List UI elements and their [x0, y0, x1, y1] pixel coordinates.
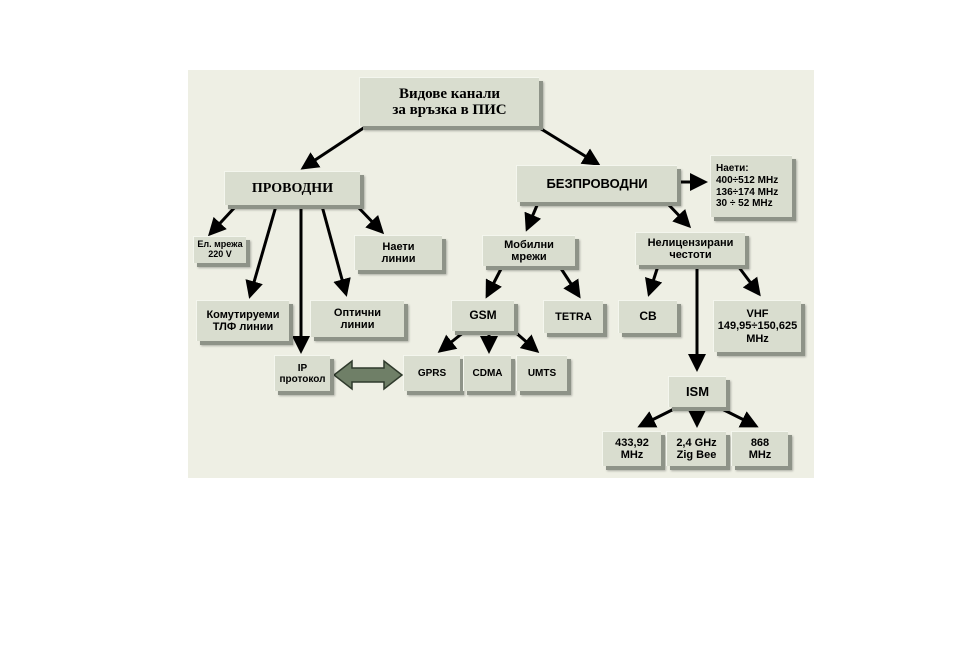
wireless-node: БЕЗПРОВОДНИ	[516, 165, 677, 202]
leased-lines-node: Наети линии	[354, 235, 442, 270]
vhf-node: VHF 149,95÷150,625 MHz	[713, 300, 801, 352]
root-node: Видове канали за връзка в ПИС	[359, 77, 539, 126]
leased-frequencies-node: Наети: 400÷512 MHz 136÷174 MHz 30 ÷ 52 M…	[710, 155, 792, 217]
unlicensed-frequencies-node: Нелицензирани честоти	[635, 232, 745, 265]
switched-lines-node: Комутируеми ТЛФ линии	[196, 300, 289, 341]
cb-node: CB	[618, 300, 677, 333]
gsm-node: GSM	[451, 300, 514, 331]
ism-node: ISM	[668, 376, 726, 407]
gprs-node: GPRS	[403, 355, 460, 391]
umts-node: UMTS	[516, 355, 567, 391]
diagram-panel	[188, 70, 814, 478]
ism-24-node: 2,4 GHz Zig Bee	[666, 431, 726, 466]
ism-868-node: 868 MHz	[731, 431, 788, 466]
mobile-networks-node: Мобилни мрежи	[482, 235, 575, 266]
tetra-node: TETRA	[543, 300, 603, 333]
ip-protocol-node: IP протокол	[274, 355, 330, 391]
wired-node: ПРОВОДНИ	[224, 171, 360, 205]
ism-433-node: 433,92 MHz	[602, 431, 661, 466]
cdma-node: CDMA	[463, 355, 511, 391]
optical-lines-node: Оптични линии	[310, 300, 404, 337]
power-line-node: Ел. мрежа 220 V	[193, 236, 246, 263]
